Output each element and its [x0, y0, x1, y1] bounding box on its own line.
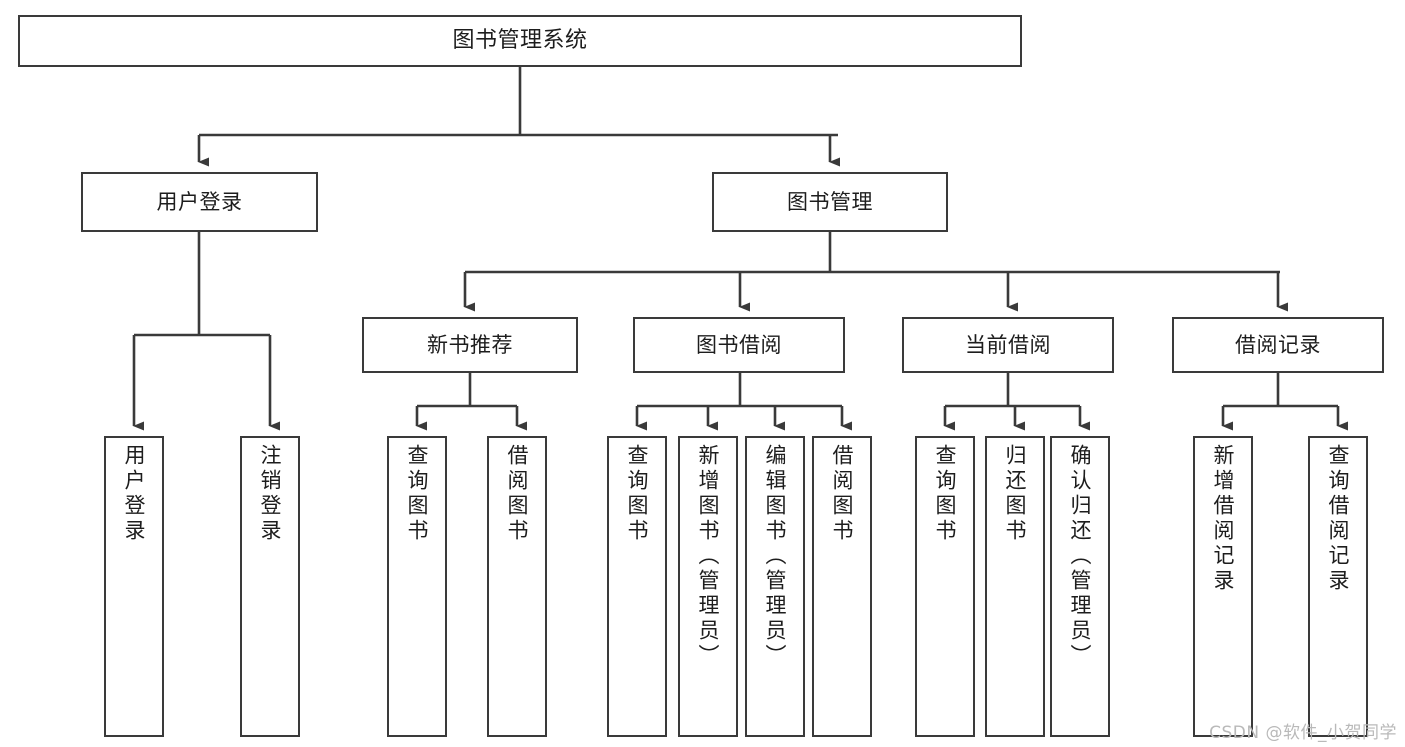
node-root[interactable]: 图书管理系统 [18, 15, 1022, 67]
node-root-label: 图书管理系统 [452, 28, 588, 54]
leaf-query-borrow-record[interactable]: 查询借阅记录 [1308, 436, 1368, 737]
node-book-manage[interactable]: 图书管理 [712, 172, 948, 232]
leaf-query-borrow-record-label: 查询借阅记录 [1326, 444, 1351, 594]
node-user-login-label: 用户登录 [156, 189, 243, 214]
leaf-query-book-1-label: 查询图书 [405, 444, 430, 544]
leaf-return-book-label: 归还图书 [1003, 444, 1028, 544]
leaf-query-book-1[interactable]: 查询图书 [387, 436, 447, 737]
node-borrow-record[interactable]: 借阅记录 [1172, 317, 1384, 373]
node-new-book-recommend-label: 新书推荐 [427, 332, 513, 357]
leaf-confirm-return[interactable]: 确认归还（管理员） [1050, 436, 1110, 737]
leaf-edit-book-label: 编辑图书（管理员） [763, 444, 788, 669]
leaf-return-book[interactable]: 归还图书 [985, 436, 1045, 737]
leaf-user-logout[interactable]: 注销登录 [240, 436, 300, 737]
node-current-borrow[interactable]: 当前借阅 [902, 317, 1114, 373]
leaf-borrow-book-2-label: 借阅图书 [830, 444, 855, 544]
leaf-query-book-3-label: 查询图书 [933, 444, 958, 544]
leaf-query-book-2-label: 查询图书 [625, 444, 650, 544]
leaf-user-login-label: 用户登录 [122, 444, 147, 544]
leaf-borrow-book-1-label: 借阅图书 [505, 444, 530, 544]
leaf-add-borrow-record-label: 新增借阅记录 [1211, 444, 1236, 594]
leaf-borrow-book-2[interactable]: 借阅图书 [812, 436, 872, 737]
node-book-manage-label: 图书管理 [787, 189, 873, 214]
leaf-edit-book[interactable]: 编辑图书（管理员） [745, 436, 805, 737]
node-book-borrow-label: 图书借阅 [696, 332, 782, 357]
leaf-query-book-3[interactable]: 查询图书 [915, 436, 975, 737]
leaf-query-book-2[interactable]: 查询图书 [607, 436, 667, 737]
leaf-confirm-return-label: 确认归还（管理员） [1068, 444, 1093, 669]
node-new-book-recommend[interactable]: 新书推荐 [362, 317, 578, 373]
node-user-login[interactable]: 用户登录 [81, 172, 318, 232]
leaf-user-login[interactable]: 用户登录 [104, 436, 164, 737]
leaf-user-logout-label: 注销登录 [258, 444, 283, 544]
node-current-borrow-label: 当前借阅 [965, 332, 1051, 357]
node-borrow-record-label: 借阅记录 [1235, 332, 1321, 357]
leaf-add-book-label: 新增图书（管理员） [696, 444, 721, 669]
leaf-add-book[interactable]: 新增图书（管理员） [678, 436, 738, 737]
leaf-borrow-book-1[interactable]: 借阅图书 [487, 436, 547, 737]
leaf-add-borrow-record[interactable]: 新增借阅记录 [1193, 436, 1253, 737]
node-book-borrow[interactable]: 图书借阅 [633, 317, 845, 373]
